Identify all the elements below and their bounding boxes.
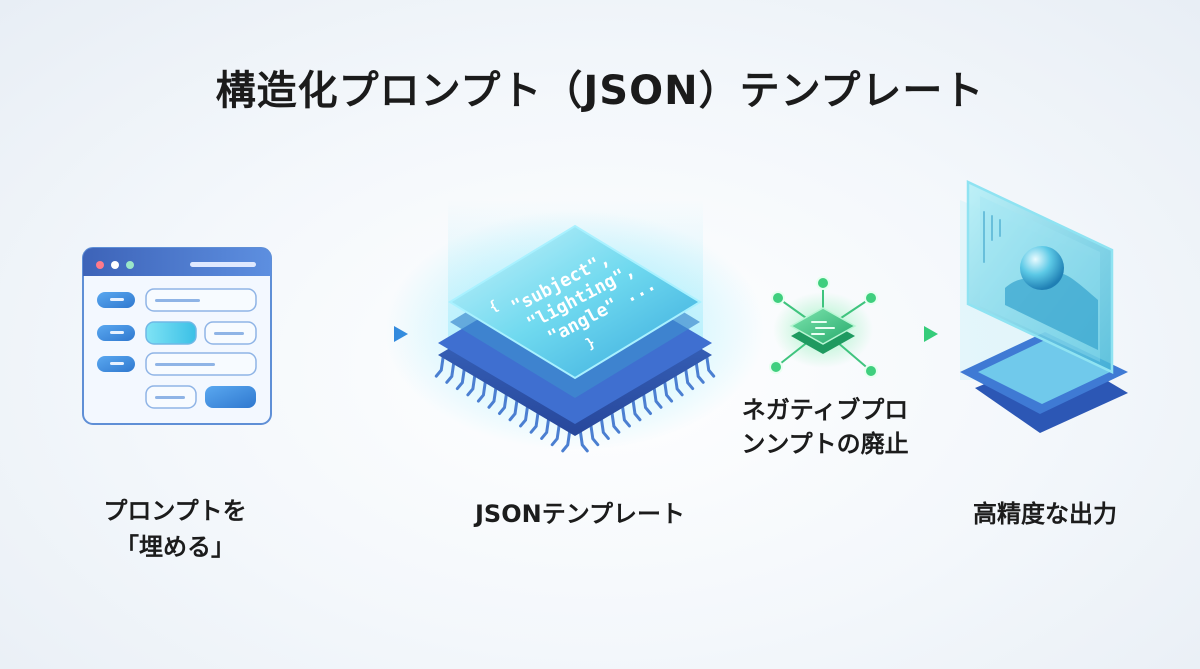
chip-pin [476,379,487,403]
chip-pin [434,354,445,378]
window-title-line [190,262,256,267]
chip-pin [550,423,561,447]
output-display-illustration [960,180,1128,433]
screen-mountain [1005,272,1098,350]
window-dot-icon [126,261,134,269]
chip-pins [434,354,716,453]
chip-pin [445,360,456,384]
form-field-filled [145,321,197,345]
chip-pin [561,429,572,453]
chip-pin [589,423,600,447]
chip-pin [508,398,519,422]
step-label-output: 高精度な出力 [973,500,1117,528]
chip-pin [663,379,674,403]
chip-pin [705,354,716,378]
chip-pin [466,373,477,397]
chip-pin [652,385,663,409]
form-submit-button [205,386,256,408]
step-label-line: 「埋める」 [115,533,235,561]
step-label-json-template: JSONテンプレート [475,500,685,528]
chip-pin [487,385,498,409]
chip-pin [498,392,508,415]
chip-pin [540,416,551,440]
form-field [145,288,257,312]
chip-pin [599,416,610,440]
chip-pin [620,404,631,428]
chip-pin [684,367,695,391]
chip-pin [578,429,589,453]
chip-pin [519,404,530,428]
page-title: 構造化プロンプト（JSON）テンプレート [215,68,985,114]
chip-pin [631,398,642,422]
chip-pin [694,360,705,384]
step-label-line: ンンプトの廃止 [741,430,909,458]
chip-glass-top [448,224,702,380]
form-window-illustration [82,247,272,425]
window-dot-icon [96,261,104,269]
chip-pin [642,392,652,415]
chip-pin [610,410,621,434]
step-label-line: プロンプトを [103,497,247,525]
chip-pin [673,373,684,397]
screen-sphere [1020,246,1064,290]
network-node-icon [769,276,878,378]
step-label-negative-prompt: ネガティブプロ ンンプトの廃止 [700,393,950,461]
chip-pin [455,367,466,391]
step-label-line: ネガティブプロ [741,396,909,424]
window-dot-icon [111,261,119,269]
chip-pin [529,410,540,434]
json-chip-illustration: { "subject", "lighting", "angle" ... } [385,200,765,453]
step-label-fill-prompt: プロンプトを 「埋める」 [55,493,295,565]
